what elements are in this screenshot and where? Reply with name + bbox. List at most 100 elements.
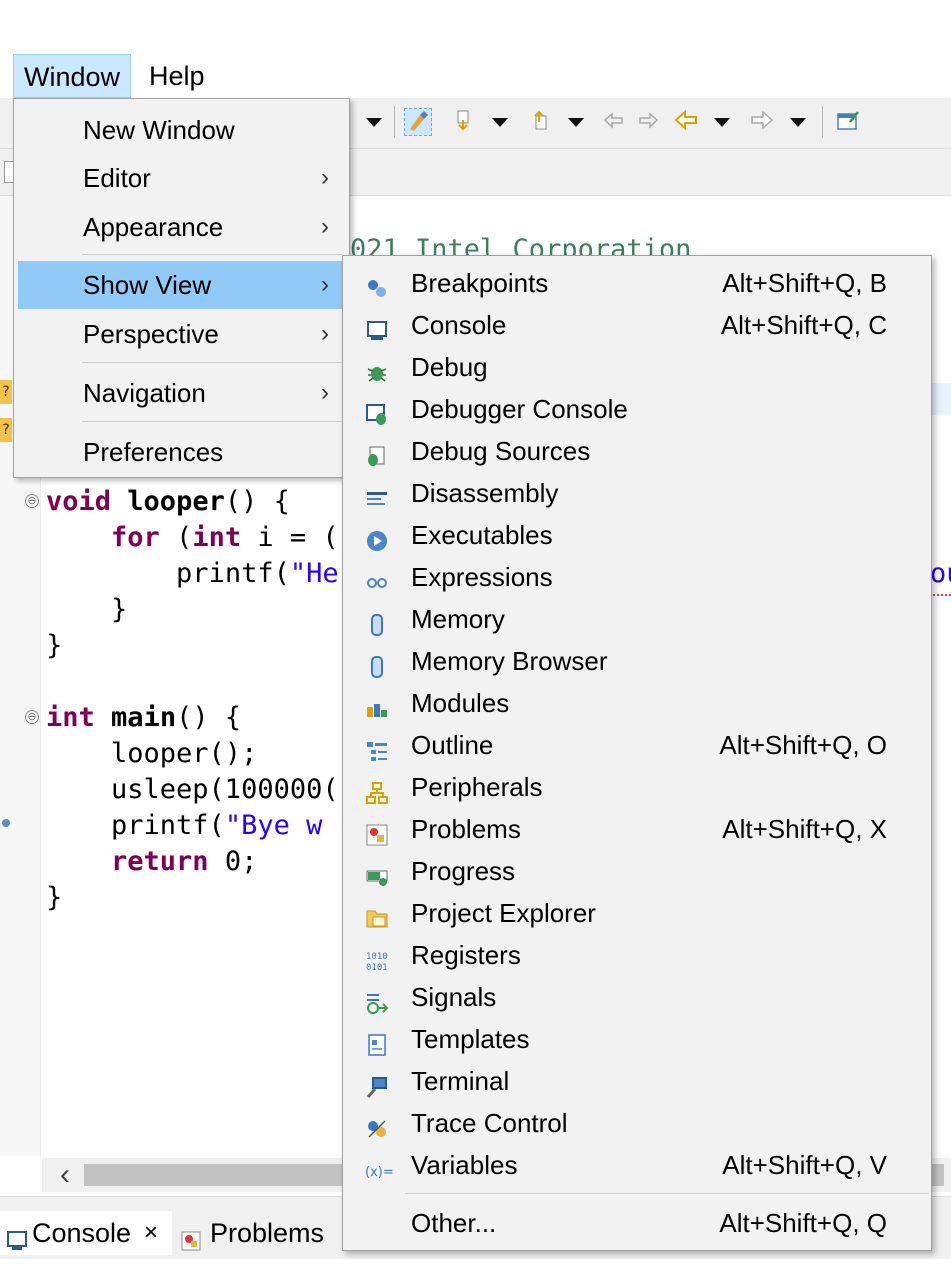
breakpoint-marker[interactable] <box>2 819 10 827</box>
menu-item-debug[interactable]: Debug <box>347 346 927 388</box>
chevron-right-icon: › <box>321 320 329 347</box>
executables-icon <box>365 523 389 551</box>
menu-separator <box>82 362 342 363</box>
memory-icon <box>365 607 389 636</box>
code-line-looper-decl: void looper() { <box>46 486 290 517</box>
console-icon <box>6 1221 28 1250</box>
svg-text:1010: 1010 <box>366 952 388 962</box>
menu-item-show-view[interactable]: Show View› <box>18 261 345 309</box>
code-line-looper-call: looper(); <box>46 738 258 769</box>
forward-icon[interactable] <box>748 108 776 136</box>
previous-annotation-icon[interactable] <box>526 108 554 136</box>
menu-item-new-window[interactable]: New Window <box>83 115 235 145</box>
menu-item-preferences[interactable]: Preferences <box>83 437 224 467</box>
code-line-for: for (int i = ( <box>111 522 339 553</box>
debug-bug-icon <box>365 355 389 382</box>
modules-icon <box>365 691 389 717</box>
trace-control-icon <box>365 1111 389 1138</box>
menu-item-debug-sources[interactable]: Debug Sources <box>347 430 927 472</box>
chevron-right-icon: › <box>321 271 329 298</box>
menu-item-trace-control[interactable]: Trace Control <box>347 1102 927 1144</box>
forward-edit-location-icon[interactable] <box>634 108 662 136</box>
svg-text:(x)=: (x)= <box>365 1165 393 1180</box>
memory-browser-icon <box>365 649 389 678</box>
pin-editor-icon[interactable] <box>834 108 862 136</box>
menu-item-signals[interactable]: Signals <box>347 976 927 1018</box>
outline-icon <box>365 733 389 761</box>
menu-bar: Window Help <box>0 0 951 98</box>
toolbar-separator <box>394 106 395 138</box>
menu-item-executables[interactable]: Executables <box>347 514 927 556</box>
toolbar-separator <box>822 106 823 138</box>
back-dropdown[interactable] <box>714 118 730 127</box>
project-explorer-icon <box>365 901 389 928</box>
code-line-tail: ou <box>930 558 951 589</box>
templates-icon <box>365 1027 389 1056</box>
terminal-icon <box>365 1069 389 1098</box>
previous-annotation-dropdown[interactable] <box>568 118 584 127</box>
toggle-mark-occurrences-icon[interactable] <box>404 108 432 136</box>
next-annotation-dropdown[interactable] <box>492 118 508 127</box>
problems-icon <box>180 1221 202 1251</box>
peripherals-icon <box>365 775 389 804</box>
menu-item-navigation[interactable]: Navigation› <box>18 369 345 417</box>
svg-text:0101: 0101 <box>366 963 388 973</box>
signals-icon <box>365 985 389 1014</box>
menu-item-other[interactable]: Other...Alt+Shift+Q, Q <box>411 1208 887 1238</box>
warning-marker[interactable]: ? <box>0 380 12 404</box>
disassembly-icon <box>365 481 389 505</box>
warning-marker[interactable]: ? <box>0 418 12 442</box>
menu-item-expressions[interactable]: Expressions <box>347 556 927 598</box>
breakpoints-icon <box>365 271 389 297</box>
menu-item-disassembly[interactable]: Disassembly <box>347 472 927 514</box>
fold-toggle[interactable]: ⊖ <box>25 494 39 508</box>
debug-sources-icon <box>365 439 389 466</box>
error-squiggle <box>930 590 951 596</box>
fold-toggle[interactable]: ⊖ <box>25 710 39 724</box>
menu-separator <box>82 421 342 422</box>
chevron-right-icon: › <box>321 164 329 191</box>
last-edit-location-icon[interactable] <box>600 108 628 136</box>
menu-item-modules[interactable]: Modules <box>347 682 927 724</box>
menu-item-memory[interactable]: Memory <box>347 598 927 640</box>
expressions-icon <box>365 565 389 589</box>
menu-item-debugger-console[interactable]: Debugger Console <box>347 388 927 430</box>
code-line-usleep: usleep(100000( <box>46 774 339 805</box>
menu-window[interactable]: Window <box>13 54 132 98</box>
scroll-left-icon[interactable]: ‹ <box>60 1158 70 1191</box>
tab-console[interactable]: Console × <box>0 1211 172 1255</box>
back-icon[interactable] <box>672 108 700 136</box>
window-menu: New Window Editor› Appearance› Show View… <box>13 98 350 478</box>
menu-item-terminal[interactable]: Terminal <box>347 1060 927 1102</box>
menu-separator <box>82 254 342 255</box>
forward-dropdown[interactable] <box>790 118 806 127</box>
chevron-right-icon: › <box>321 213 329 240</box>
toolbar-dropdown-arrow[interactable] <box>366 118 382 127</box>
debugger-console-icon <box>365 397 389 425</box>
code-line-main-decl: int main() { <box>46 702 242 733</box>
menu-item-peripherals[interactable]: Peripherals <box>347 766 927 808</box>
menu-separator <box>405 1193 929 1194</box>
menu-item-project-explorer[interactable]: Project Explorer <box>347 892 927 934</box>
menu-item-perspective[interactable]: Perspective› <box>18 310 345 358</box>
code-line-close-brace: } <box>46 882 63 913</box>
menu-item-appearance[interactable]: Appearance› <box>18 203 345 251</box>
close-icon[interactable]: × <box>144 1219 159 1246</box>
menu-item-templates[interactable]: Templates <box>347 1018 927 1060</box>
menu-item-memory-browser[interactable]: Memory Browser <box>347 640 927 682</box>
code-line-printf-bye: printf("Bye w <box>46 810 323 841</box>
console-icon <box>365 313 389 340</box>
menu-item-editor[interactable]: Editor› <box>18 154 345 202</box>
menu-help[interactable]: Help <box>149 61 205 91</box>
tab-problems[interactable]: Problems <box>178 1211 338 1255</box>
menu-item-progress[interactable]: Progress <box>347 850 927 892</box>
next-annotation-icon[interactable] <box>450 108 478 136</box>
